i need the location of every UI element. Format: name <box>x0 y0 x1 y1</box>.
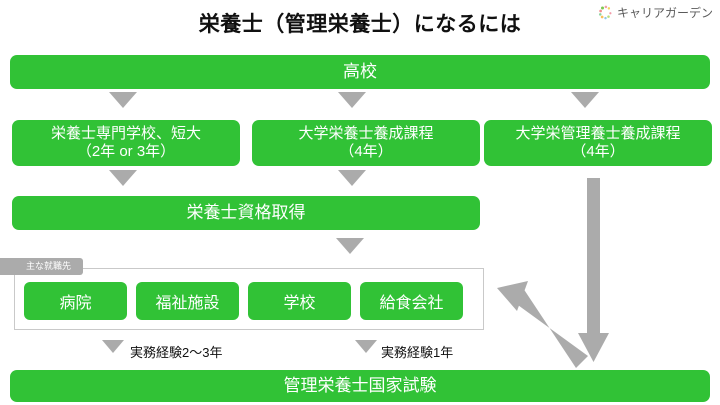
node-school-vocational: 栄養士専門学校、短大 （2年 or 3年） <box>12 120 240 166</box>
node-workplace-school-label: 学校 <box>283 295 316 312</box>
arrow-exam-to-employment <box>497 281 588 368</box>
node-national-exam-label: 管理栄養士国家試験 <box>283 375 437 395</box>
node-workplace-catering: 給食会社 <box>360 282 463 320</box>
site-logo: キャリアガーデン <box>598 4 713 21</box>
logo-text: キャリアガーデン <box>617 6 714 20</box>
node-workplace-hospital-label: 病院 <box>59 295 92 312</box>
node-workplace-hospital: 病院 <box>24 282 127 320</box>
node-workplace-school: 学校 <box>248 282 351 320</box>
experience-label-1-year: 実務経験1年 <box>381 345 454 360</box>
node-school-university-registered-name: 大学栄管理養士養成課程 <box>515 124 681 142</box>
node-school-university-registered-text: 大学栄管理養士養成課程 （4年） <box>515 125 680 162</box>
node-school-vocational-name: 栄養士専門学校、短大 <box>50 124 201 142</box>
employment-box-list: 病院 福祉施設 学校 給食会社 <box>24 282 474 320</box>
node-workplace-welfare-label: 福祉施設 <box>155 295 220 312</box>
node-workplace-welfare: 福祉施設 <box>136 282 239 320</box>
node-workplace-catering-label: 給食会社 <box>379 295 444 312</box>
arrow-qualification-to-employment <box>336 238 364 254</box>
arrow-school-1-to-qualification <box>109 170 137 186</box>
node-school-university-dietitian-name: 大学栄養士養成課程 <box>298 124 434 142</box>
node-school-vocational-text: 栄養士専門学校、短大 （2年 or 3年） <box>51 125 201 162</box>
experience-label-2-3-years: 実務経験2〜3年 <box>130 345 223 360</box>
node-high-school-label: 高校 <box>343 61 377 81</box>
node-school-university-dietitian: 大学栄養士養成課程 （4年） <box>252 120 480 166</box>
arrow-school-2-to-qualification <box>338 170 366 186</box>
career-garden-wreath-icon <box>598 5 612 20</box>
node-qualification-label: 栄養士資格取得 <box>186 202 306 222</box>
node-school-university-dietitian-text: 大学栄養士養成課程 （4年） <box>298 125 433 162</box>
node-national-exam: 管理栄養士国家試験 <box>10 370 710 402</box>
arrow-registered-course-to-exam <box>578 178 609 362</box>
arrow-experience-2-3-years <box>102 340 124 353</box>
arrow-high-school-to-school-2 <box>338 92 366 108</box>
node-school-university-registered: 大学栄管理養士養成課程 （4年） <box>484 120 712 166</box>
node-high-school: 高校 <box>10 55 710 89</box>
employment-section-label: 主な就職先 <box>0 258 84 275</box>
node-school-university-dietitian-duration: （4年） <box>339 143 393 160</box>
node-school-vocational-duration: （2年 or 3年） <box>76 143 176 160</box>
arrow-high-school-to-school-3 <box>571 92 599 108</box>
node-qualification: 栄養士資格取得 <box>12 196 480 230</box>
page-title: 栄養士（管理栄養士）になるには <box>198 13 522 36</box>
node-school-university-registered-duration: （4年） <box>571 143 625 160</box>
arrow-experience-1-year <box>355 340 377 353</box>
arrow-high-school-to-school-1 <box>109 92 137 108</box>
